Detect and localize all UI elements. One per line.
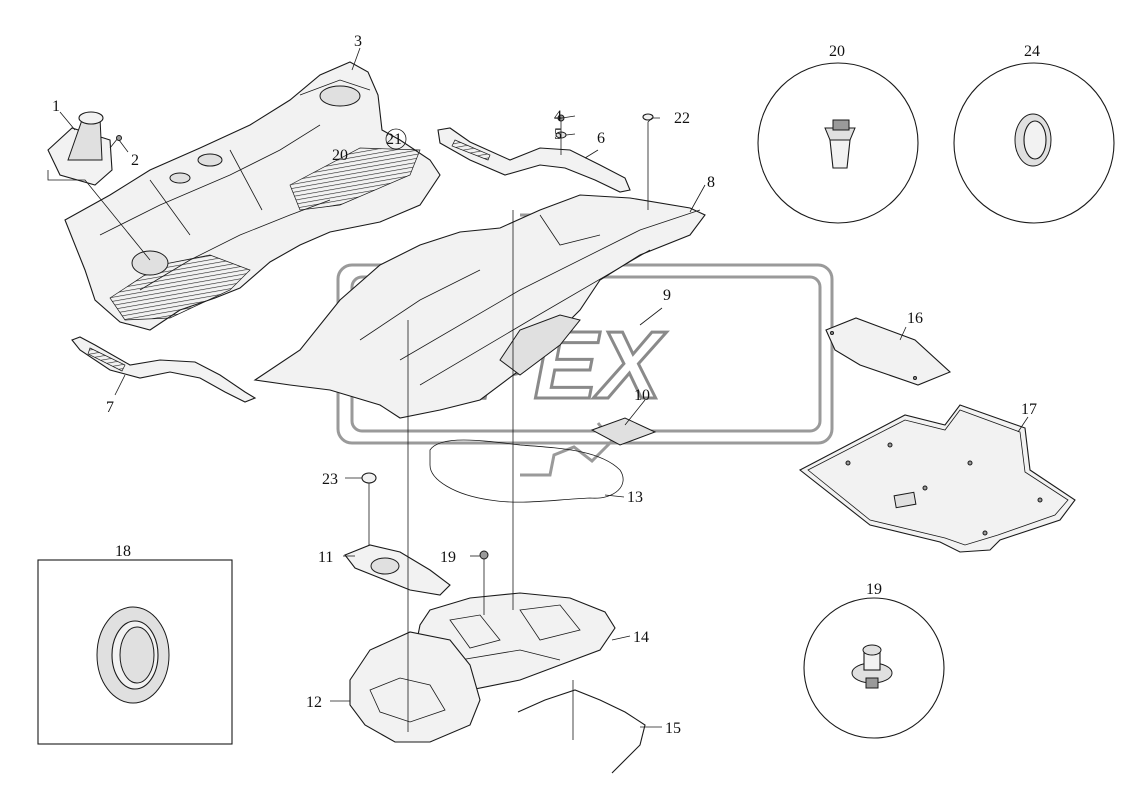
callout-4: 4 [554,108,562,125]
callout-7: 7 [106,399,114,416]
callout-2: 2 [131,152,139,169]
callout-20-main: 20 [332,147,348,164]
bolt-2 [116,135,122,141]
callout-1: 1 [52,98,60,115]
callout-22: 22 [674,110,690,127]
cover-16 [825,317,952,386]
detail-circle-20 [757,62,919,224]
callout-12: 12 [306,694,322,711]
wire-15 [517,689,646,774]
rear-floor-panel-9 [499,314,581,376]
plug-23 [361,472,377,484]
clip-19 [479,550,489,560]
sill-trim-left [71,336,257,403]
callout-8: 8 [707,174,715,191]
front-floor-carpet [64,61,441,331]
bracket-11 [344,472,451,596]
carpet-mat-right [289,147,421,211]
callout-24: 24 [1024,43,1040,60]
sill-7-body [71,336,257,403]
callout-21-circle [385,128,407,150]
cover-16-body [825,317,952,386]
callout-21: 21 [386,131,402,148]
callout-18: 18 [115,543,131,560]
callout-20-detail: 20 [829,43,845,60]
callout-17: 17 [1021,401,1037,418]
mat-17-body [798,404,1076,553]
shield-12 [349,631,481,743]
sill-6-body [437,127,631,193]
detail-18 [37,559,233,745]
callout-16: 16 [907,310,923,327]
rear-floor-body [253,194,706,419]
detail-circle-24 [953,62,1115,224]
callouts: 1 2 3 4 5 6 7 8 9 10 11 12 13 14 15 16 1… [52,33,1040,737]
callout-15: 15 [665,720,681,737]
callout-11: 11 [318,549,333,566]
callout-19-main: 19 [440,549,456,566]
detail-circle-19 [803,597,945,739]
seal-13 [429,439,624,503]
clip-22 [642,113,654,121]
callout-10: 10 [634,387,650,404]
callout-23: 23 [322,471,338,488]
callout-9: 9 [663,287,671,304]
detail-19 [803,597,945,739]
callout-13: 13 [627,489,643,506]
detail-20 [757,62,919,224]
rear-floor-assembly [253,194,706,503]
mat-17 [798,404,1076,553]
sill-trim-right [437,113,654,193]
under-shields [349,550,646,774]
callout-3: 3 [354,33,362,50]
shifter-boot [47,111,122,186]
callout-14: 14 [633,629,649,646]
callout-19-detail: 19 [866,581,882,598]
callout-6: 6 [597,130,605,147]
detail-24 [953,62,1115,224]
tunnel-hole [131,250,169,276]
detail-box-18 [37,559,233,745]
callout-5: 5 [554,126,562,143]
leader-lines [47,47,1029,740]
pad-10 [590,417,657,446]
